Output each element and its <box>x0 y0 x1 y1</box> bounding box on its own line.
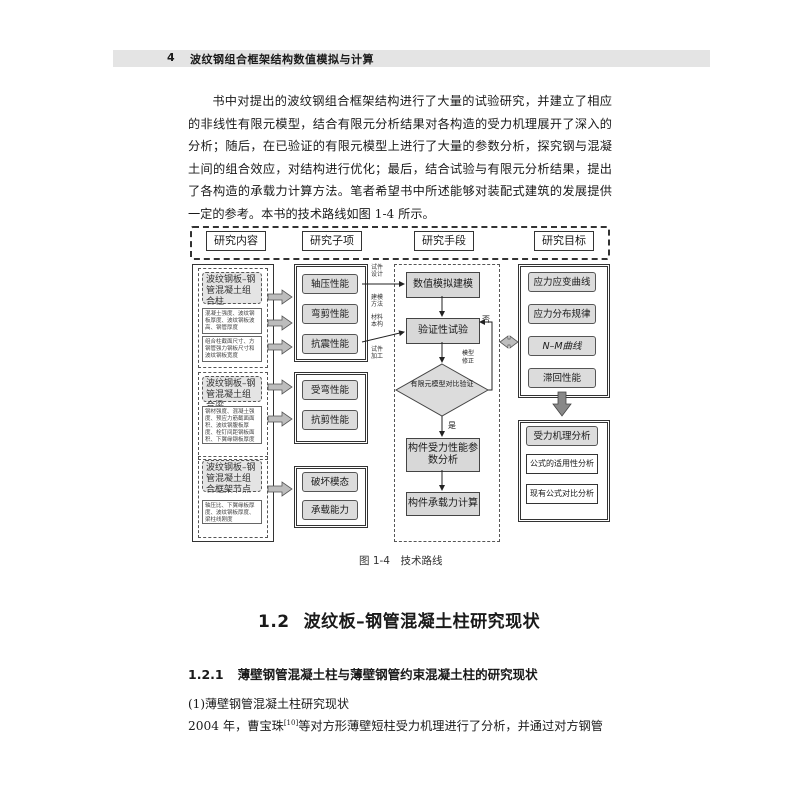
subitem-bend-shear: 弯剪性能 <box>302 304 358 324</box>
body-paragraph-text: 书中对提出的波纹钢组合框架结构进行了大量的试验研究，并建立了相应的非线性有限元模… <box>188 94 612 221</box>
content-group3-frame <box>198 456 268 538</box>
list-item-heading: (1)薄壁钢管混凝土柱研究现状 <box>188 697 349 711</box>
running-header-bar <box>113 50 710 67</box>
goal-formula-applicability: 公式的适用性分析 <box>526 454 598 474</box>
content-group1-note2: 组合柱截面尺寸、方钢管强力钢板尺寸和波纹钢板宽度 <box>202 336 262 362</box>
goal-nm-curve: N–M曲线 <box>528 336 596 356</box>
subitem-axial: 轴压性能 <box>302 274 358 294</box>
col-head-means: 研究手段 <box>414 231 474 251</box>
section-number: 1.2 <box>258 612 290 632</box>
diagram-arrows <box>267 281 572 497</box>
goal-stress-distribution: 应力分布规律 <box>528 304 596 324</box>
label-specimen-design: 试件设计 <box>370 264 383 278</box>
section-heading: 1.2 波纹板–钢管混凝土柱研究现状 <box>258 607 540 632</box>
means-column-frame <box>394 264 500 542</box>
label-modeling-method: 建模方法 <box>370 294 383 308</box>
column-header-frame <box>190 226 610 260</box>
goal-hysteresis: 滞回性能 <box>528 368 596 388</box>
content-group2-note: 钢材强度、混凝土强度、预应力筋截面面积、波纹钢腹板厚度、栓钉间距钢板面积、下翼缘… <box>202 406 262 444</box>
content-group3-title: 波纹钢板–钢管混凝土组合框架节点 <box>202 460 262 495</box>
label-model-revision: 模型修正 <box>462 350 475 365</box>
goal-formula-comparison: 现有公式对比分析 <box>526 484 598 504</box>
col-head-subitems: 研究子项 <box>302 231 362 251</box>
subsection-number: 1.2.1 <box>188 667 224 682</box>
content-group1-frame <box>198 268 268 368</box>
page-number: 4 <box>167 51 175 64</box>
figure-caption: 图 1-4 技术路线 <box>359 555 443 567</box>
means-parameter-analysis: 构件受力性能参数分析 <box>406 438 480 472</box>
content-group2-frame <box>198 372 268 460</box>
means-verification-test: 验证性试验 <box>406 318 480 344</box>
content-group1-title: 波纹钢板–钢管混凝土组合柱 <box>202 272 262 307</box>
content-group2-title: 波纹钢板–钢管混凝土组合梁 <box>202 376 262 411</box>
goal-stress-strain: 应力应变曲线 <box>528 272 596 292</box>
label-no: 否 <box>482 315 490 324</box>
means-numerical-modeling: 数值模拟建模 <box>406 272 480 298</box>
citation-ref: [10] <box>283 718 299 727</box>
goal-mechanism: 受力机理分析 <box>526 426 598 446</box>
subsection-heading: 1.2.1 薄壁钢管混凝土柱与薄壁钢管约束混凝土柱的研究现状 <box>188 664 538 683</box>
col-head-goals: 研究目标 <box>534 231 594 251</box>
content-group1-note1: 混凝土强度、波纹钢板厚度、波纹钢板波高、钢管厚度 <box>202 308 262 334</box>
subitem-capacity: 承载能力 <box>302 500 358 520</box>
subsection-title-text: 薄壁钢管混凝土柱与薄壁钢管约束混凝土柱的研究现状 <box>237 667 538 682</box>
last-line-before: 2004 年，曹宝珠 <box>188 719 284 733</box>
means-diamond <box>394 363 490 417</box>
subitem-shear: 抗剪性能 <box>302 410 358 430</box>
body-paragraph: 书中对提出的波纹钢组合框架结构进行了大量的试验研究，并建立了相应的非线性有限元模… <box>188 90 612 226</box>
label-yes: 是 <box>448 421 456 430</box>
running-title: 波纹钢组合框架结构数值模拟与计算 <box>190 53 374 66</box>
content-group3-note: 轴压比、下翼缘板厚度、波纹钢板厚度、梁柱线刚度 <box>202 500 262 524</box>
means-capacity-calculation: 构件承载力计算 <box>406 492 480 516</box>
last-line-after: 等对方形薄壁短柱受力机理进行了分析，并通过对方钢管 <box>298 719 603 733</box>
subitem-failure-mode: 破坏模态 <box>302 472 358 492</box>
fat-arrows-content <box>267 289 293 497</box>
label-specimen-fabrication: 试件加工 <box>370 346 383 360</box>
means-diamond-label: 有限元模型对比验证 <box>410 380 474 388</box>
technical-route-diagram: 研究内容 研究子项 研究手段 研究目标 波纹钢板–钢管混凝土组合柱 混凝土强度、… <box>190 224 610 544</box>
body-last-line: 2004 年，曹宝珠[10]等对方形薄壁短柱受力机理进行了分析，并通过对方钢管 <box>188 716 612 734</box>
label-material-model: 材料本构 <box>370 314 383 328</box>
subitem-seismic: 抗震性能 <box>302 334 358 354</box>
col-head-content: 研究内容 <box>206 231 266 251</box>
subitem-flexural: 受弯性能 <box>302 380 358 400</box>
section-title-text: 波纹板–钢管混凝土柱研究现状 <box>303 612 541 632</box>
